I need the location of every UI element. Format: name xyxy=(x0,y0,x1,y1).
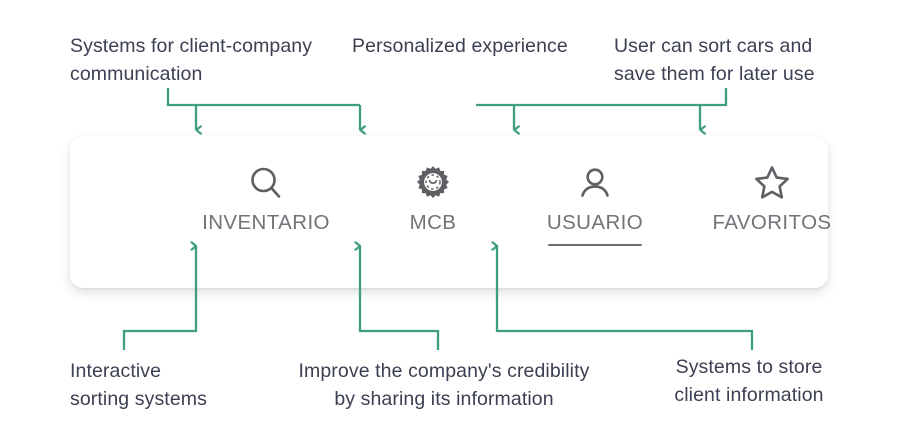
nav-label-inventario: INVENTARIO xyxy=(202,211,330,234)
annotation-interactive-sorting-systems: Interactive sorting systems xyxy=(70,360,207,411)
connector-top-bracket-right xyxy=(476,88,728,107)
gear-icon xyxy=(414,162,452,204)
nav-item-usuario[interactable]: USUARIO xyxy=(510,162,680,246)
connector-top-bracket-left xyxy=(166,88,360,107)
nav-label-mcb: MCB xyxy=(409,211,457,234)
annotation-systems-to-store-client-information: Systems to store client information xyxy=(674,356,824,407)
nav-active-indicator-usuario xyxy=(548,244,642,246)
annotation-systems-for-client-company-communication: Systems for client-company communication xyxy=(70,35,313,86)
nav-label-favoritos: FAVORITOS xyxy=(712,211,832,234)
bottom-navigation-bar: INVENTARIO MCB xyxy=(70,136,831,288)
nav-label-usuario: USUARIO xyxy=(546,211,644,234)
nav-item-favoritos[interactable]: FAVORITOS xyxy=(687,162,857,246)
annotation-improve-company-credibility: Improve the company's credibility by sha… xyxy=(298,360,590,411)
star-icon xyxy=(752,162,792,204)
annotation-user-can-sort-cars: User can sort cars and save them for lat… xyxy=(614,35,815,86)
search-icon xyxy=(247,162,285,204)
user-icon xyxy=(576,162,614,204)
nav-item-inventario[interactable]: INVENTARIO xyxy=(181,162,351,246)
nav-item-mcb[interactable]: MCB xyxy=(348,162,518,246)
annotation-personalized-experience: Personalized experience xyxy=(352,35,568,57)
